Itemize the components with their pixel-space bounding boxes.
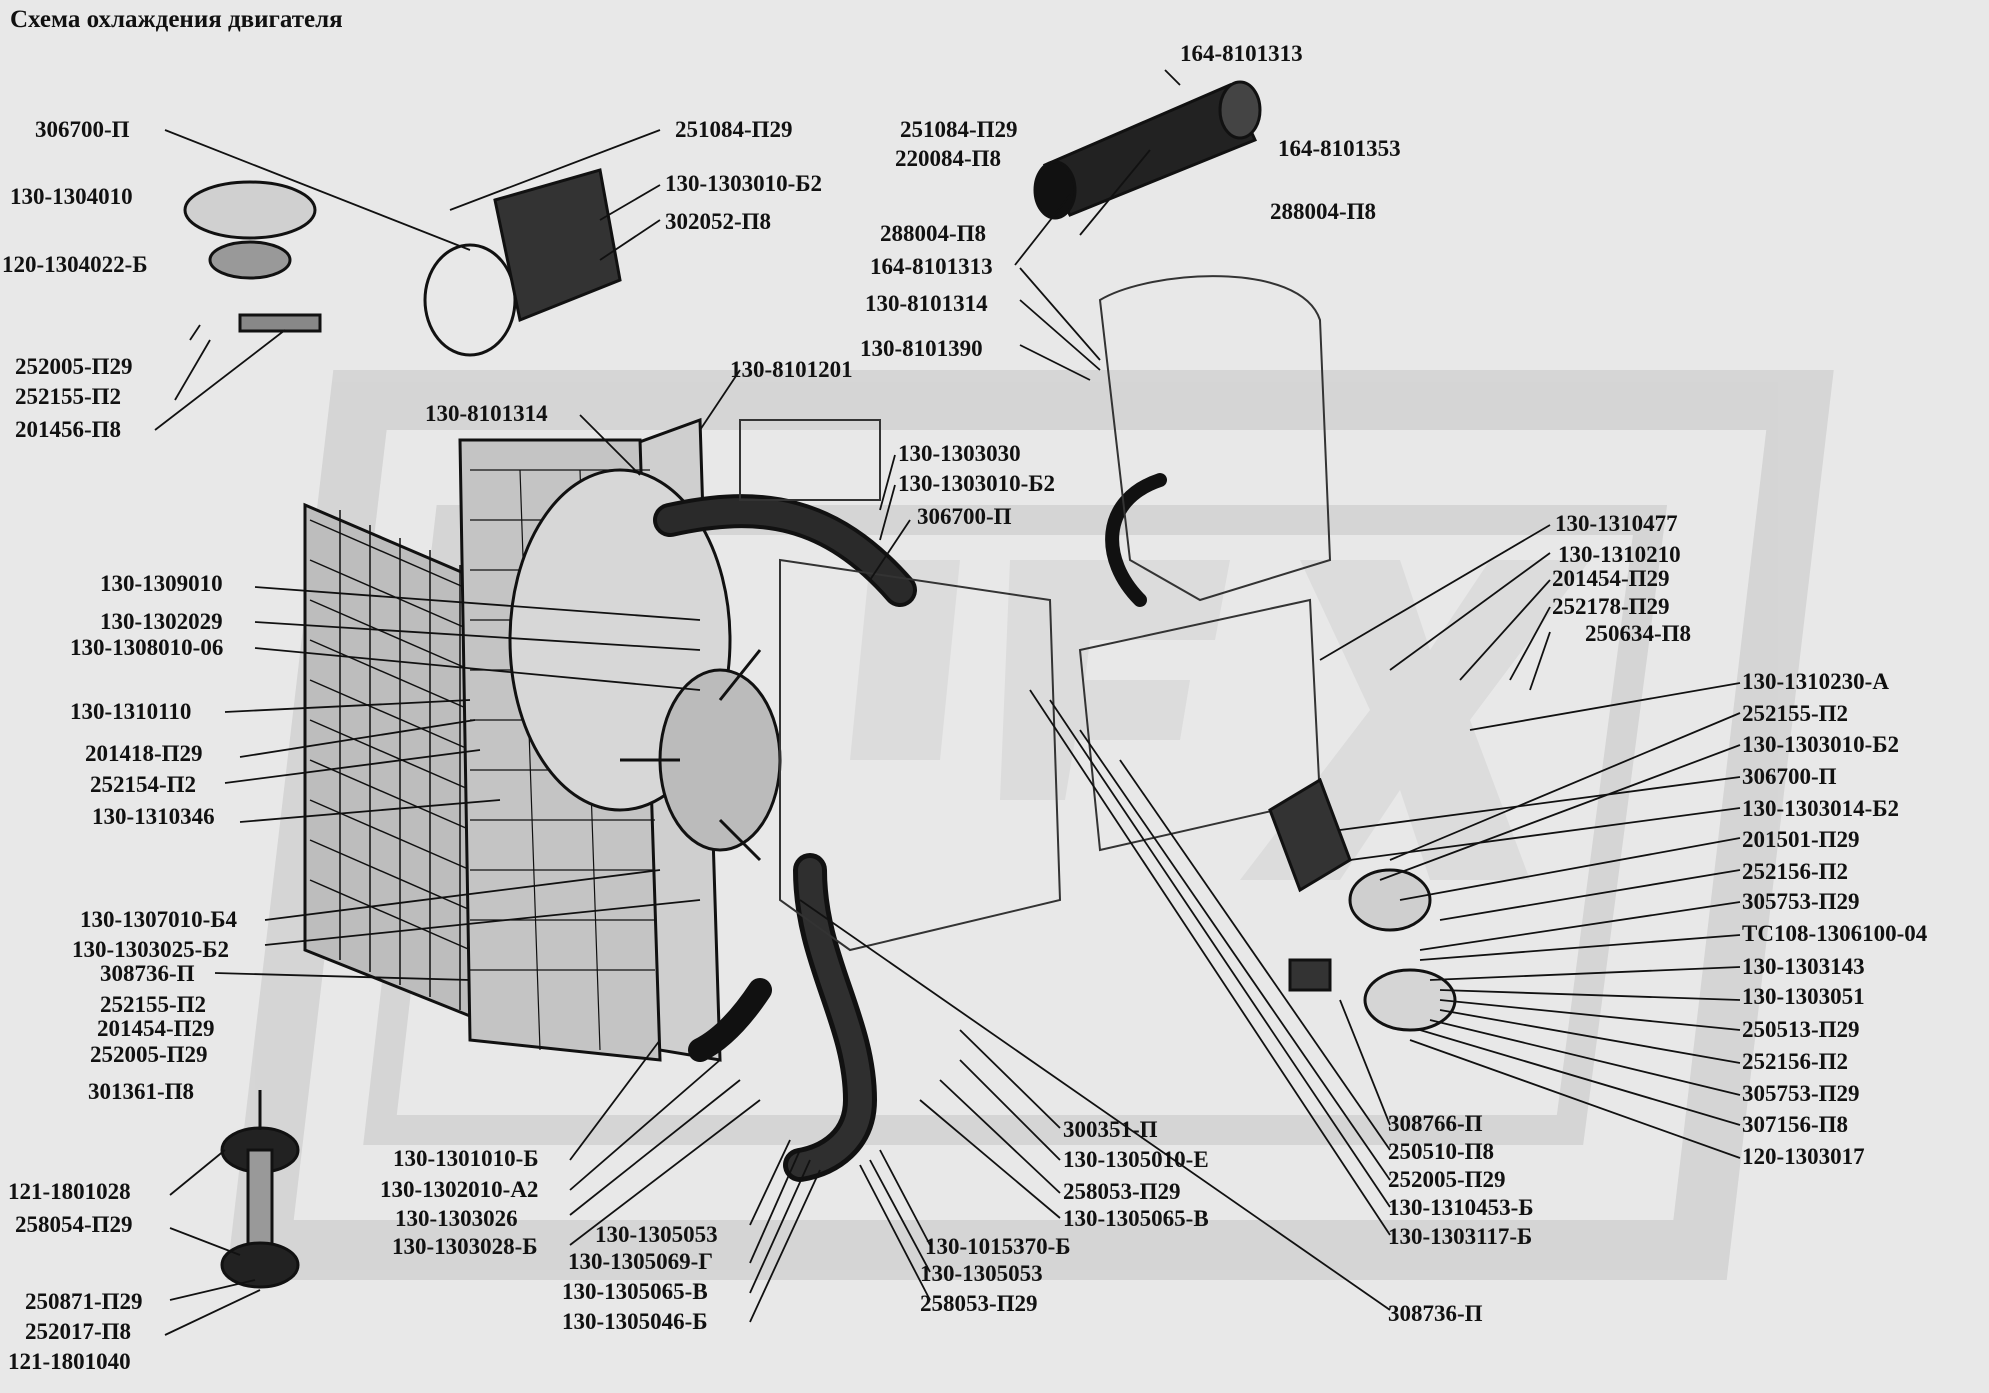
part-label: 220084-П8 — [895, 146, 1002, 171]
part-label: 201454-П29 — [1552, 566, 1670, 591]
part-label: 252155-П2 — [15, 384, 122, 409]
part-label: 305753-П29 — [1742, 889, 1860, 914]
part-label: 130-1303010-Б2 — [898, 471, 1056, 496]
part-label: 130-1303028-Б — [392, 1234, 538, 1259]
part-label: 130-1303014-Б2 — [1742, 796, 1900, 821]
part-label: 201501-П29 — [1742, 827, 1860, 852]
part-label: 258053-П29 — [920, 1291, 1038, 1316]
watermark-letters — [850, 560, 1590, 880]
part-label: 301361-П8 — [88, 1079, 195, 1104]
part-label: 201454-П29 — [97, 1016, 215, 1041]
part-label: 252154-П2 — [90, 772, 197, 797]
part-label: 130-1303010-Б2 — [1742, 732, 1900, 757]
part-label: 164-8101353 — [1278, 136, 1401, 161]
heater-hose — [1105, 473, 1167, 607]
part-label: 130-1303143 — [1742, 954, 1865, 979]
part-label: 130-1305053 — [920, 1261, 1043, 1286]
part-label: 130-1305053 — [595, 1222, 718, 1247]
part-label: 120-1304022-Б — [2, 252, 148, 277]
upper-hose — [653, 494, 917, 607]
part-label: 251084-П29 — [675, 117, 793, 142]
part-label: 130-1304010 — [10, 184, 133, 209]
part-label: 201418-П29 — [85, 741, 203, 766]
tensioner-assembly — [220, 1090, 300, 1289]
part-label: 130-1303051 — [1742, 984, 1865, 1009]
part-label: 308736-П — [1388, 1301, 1483, 1326]
part-label: 130-8101314 — [865, 291, 988, 316]
part-label: 302052-П8 — [665, 209, 772, 234]
diagram-title: Схема охлаждения двигателя — [10, 6, 343, 33]
part-label: 130-1303026 — [395, 1206, 518, 1231]
fan — [508, 468, 782, 862]
part-label: 300351-П — [1063, 1117, 1158, 1142]
part-label: 130-1310210 — [1558, 542, 1681, 567]
part-label: 307156-П8 — [1742, 1112, 1849, 1137]
part-label: 288004-П8 — [880, 221, 987, 246]
part-label: 252005-П29 — [1388, 1167, 1506, 1192]
part-label: 130-1305010-Е — [1063, 1147, 1209, 1172]
hose-clamp — [423, 168, 622, 357]
part-label: 130-1302029 — [100, 609, 223, 634]
part-label: 252156-П2 — [1742, 1049, 1849, 1074]
part-label: 252017-П8 — [25, 1319, 132, 1344]
part-label: 130-1309010 — [100, 571, 223, 596]
leader-lines — [154, 69, 1741, 1336]
part-label: 120-1303017 — [1742, 1144, 1865, 1169]
part-label: 164-8101313 — [1180, 41, 1303, 66]
part-label: 252178-П29 — [1552, 594, 1670, 619]
part-label: 252155-П2 — [1742, 701, 1849, 726]
part-label: 130-1303010-Б2 — [665, 171, 823, 196]
part-label: 308766-П — [1388, 1111, 1483, 1136]
lower-hose — [688, 853, 878, 1182]
part-label: 130-8101201 — [730, 357, 853, 382]
part-label: 305753-П29 — [1742, 1081, 1860, 1106]
part-label: 308736-П — [100, 961, 195, 986]
part-label: 130-1307010-Б4 — [80, 907, 238, 932]
part-label: 252156-П2 — [1742, 859, 1849, 884]
part-label: 258053-П29 — [1063, 1179, 1181, 1204]
part-label: 258054-П29 — [15, 1212, 133, 1237]
part-label: 130-1310477 — [1555, 511, 1678, 536]
part-label: 130-1303025-Б2 — [72, 937, 230, 962]
part-label: 121-1801028 — [8, 1179, 131, 1204]
part-label: 201456-П8 — [15, 417, 122, 442]
part-label: 306700-П — [35, 117, 130, 142]
part-label: 250871-П29 — [25, 1289, 143, 1314]
part-label: 252005-П29 — [90, 1042, 208, 1067]
part-label: 288004-П8 — [1270, 199, 1377, 224]
part-label: 251084-П29 — [900, 117, 1018, 142]
part-label: 130-8101314 — [425, 401, 548, 426]
part-label: 252005-П29 — [15, 354, 133, 379]
part-label: 130-1305065-В — [562, 1279, 708, 1304]
part-label: 250634-П8 — [1585, 621, 1692, 646]
radiator-cap — [183, 180, 322, 333]
part-label: ТС108-1306100-04 — [1742, 921, 1928, 946]
part-label: 130-1310453-Б — [1388, 1195, 1534, 1220]
part-label: 130-1015370-Б — [925, 1234, 1071, 1259]
part-label: 250510-П8 — [1388, 1139, 1495, 1164]
part-label: 130-1302010-А2 — [380, 1177, 539, 1202]
part-label: 121-1801040 — [8, 1349, 131, 1374]
part-label: 130-1301010-Б — [393, 1146, 539, 1171]
part-label: 130-1308010-06 — [70, 635, 224, 660]
part-label: 130-1310346 — [92, 804, 215, 829]
part-label: 164-8101313 — [870, 254, 993, 279]
part-label: 130-1310230-А — [1742, 669, 1889, 694]
part-label: 130-1303117-Б — [1388, 1224, 1533, 1249]
part-label: 130-8101390 — [860, 336, 983, 361]
part-label: 130-1303030 — [898, 441, 1021, 466]
part-label: 306700-П — [1742, 764, 1837, 789]
part-label: 130-1305065-В — [1063, 1206, 1209, 1231]
part-label: 252155-П2 — [100, 992, 207, 1017]
part-label: 306700-П — [917, 504, 1012, 529]
part-label: 130-1305069-Г — [568, 1249, 713, 1274]
part-label: 250513-П29 — [1742, 1017, 1860, 1042]
part-label: 130-1305046-Б — [562, 1309, 708, 1334]
part-label: 130-1310110 — [70, 699, 192, 724]
